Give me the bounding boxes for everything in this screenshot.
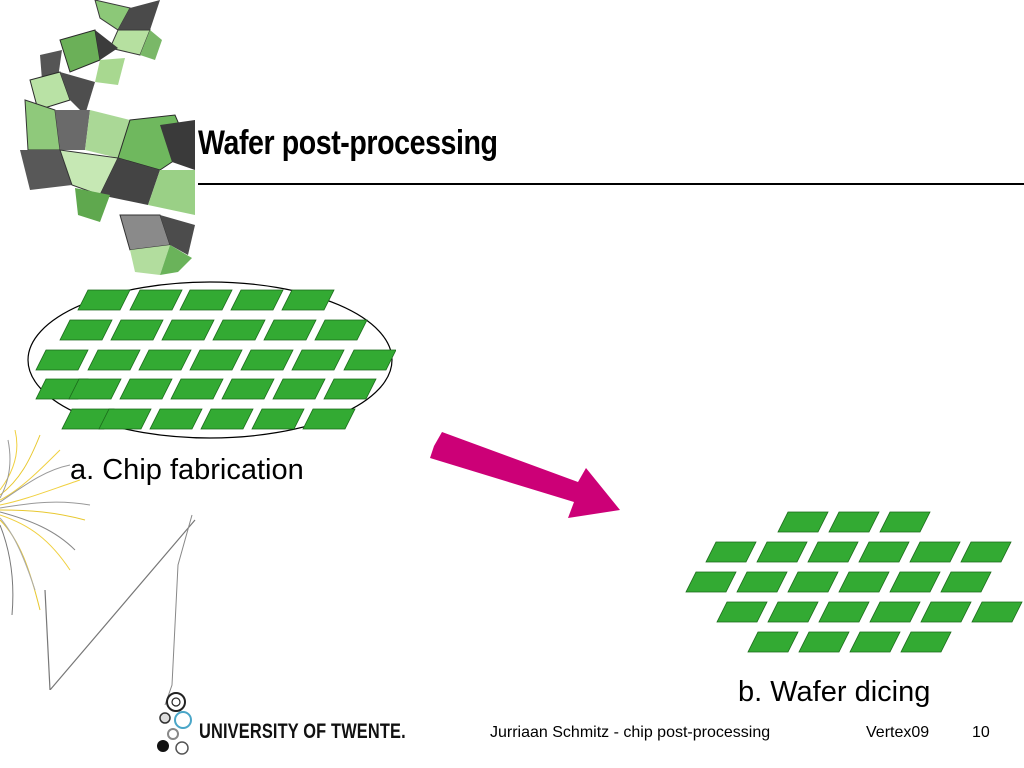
- wafer-chip: [230, 289, 284, 311]
- wafer-chip: [251, 408, 305, 430]
- diced-chip: [858, 541, 910, 563]
- footer-author-talk: Jurriaan Schmitz - chip post-processing: [490, 724, 771, 741]
- diced-chip: [838, 571, 890, 593]
- wafer-chip: [110, 319, 164, 341]
- wafer-chip: [240, 349, 294, 371]
- decorative-fiber-art: [0, 430, 196, 690]
- diced-chip: [756, 541, 808, 563]
- wafer-chip: [138, 349, 192, 371]
- wafer-chip: [170, 378, 224, 400]
- diced-chip: [767, 601, 819, 623]
- wafer-chip: [272, 378, 326, 400]
- diced-chip: [818, 601, 870, 623]
- wafer-chip: [302, 408, 356, 430]
- wafer-chip: [343, 349, 396, 371]
- wafer-chip: [68, 378, 122, 400]
- wafer-chip: [59, 319, 113, 341]
- diced-chip: [807, 541, 859, 563]
- wafer-chip: [200, 408, 254, 430]
- page-number: 10: [972, 724, 990, 741]
- wafer-chip: [98, 408, 152, 430]
- diced-chip: [736, 571, 788, 593]
- wafer-chip: [35, 349, 89, 371]
- diced-chip: [879, 511, 931, 533]
- wafer-chip: [314, 319, 368, 341]
- diced-chip: [971, 601, 1023, 623]
- diced-chip: [716, 601, 768, 623]
- university-name: UNIVERSITY OF TWENTE.: [199, 720, 406, 743]
- wafer-chip: [212, 319, 266, 341]
- wafer-diagram: [27, 281, 396, 439]
- wafer-chip: [291, 349, 345, 371]
- diced-chip: [787, 571, 839, 593]
- wafer-chip: [119, 378, 173, 400]
- diced-chip: [777, 511, 829, 533]
- page-title: Wafer post-processing: [198, 124, 498, 162]
- diced-chip: [685, 571, 737, 593]
- wafer-chip: [221, 378, 275, 400]
- wafer-chip: [189, 349, 243, 371]
- diced-chip: [909, 541, 961, 563]
- wafer-chip: [129, 289, 183, 311]
- decorative-hand-line: [164, 514, 193, 705]
- wafer-chip: [179, 289, 233, 311]
- caption-chip-fabrication: a. Chip fabrication: [70, 454, 304, 486]
- diced-chip: [869, 601, 921, 623]
- diced-chip: [889, 571, 941, 593]
- caption-wafer-dicing: b. Wafer dicing: [738, 676, 931, 708]
- diced-chip: [960, 541, 1012, 563]
- diced-chip: [747, 631, 799, 653]
- title-divider: [198, 183, 1024, 185]
- footer-event: Vertex09: [866, 724, 930, 741]
- wafer-chip: [281, 289, 335, 311]
- diced-chip: [798, 631, 850, 653]
- wafer-chip: [87, 349, 141, 371]
- diced-chip: [920, 601, 972, 623]
- wafer-chip: [77, 289, 131, 311]
- process-arrow: [430, 432, 620, 518]
- diced-chip: [705, 541, 757, 563]
- wafer-chip: [263, 319, 317, 341]
- university-logo-icon: [157, 692, 192, 755]
- diced-chip: [940, 571, 992, 593]
- wafer-chip: [161, 319, 215, 341]
- wafer-chip: [323, 378, 377, 400]
- wafer-chip: [149, 408, 203, 430]
- diced-chip: [828, 511, 880, 533]
- diced-chip: [900, 631, 952, 653]
- diced-chip: [849, 631, 901, 653]
- diced-chips-diagram: [685, 511, 1023, 653]
- decorative-polygon-art: [20, 0, 195, 275]
